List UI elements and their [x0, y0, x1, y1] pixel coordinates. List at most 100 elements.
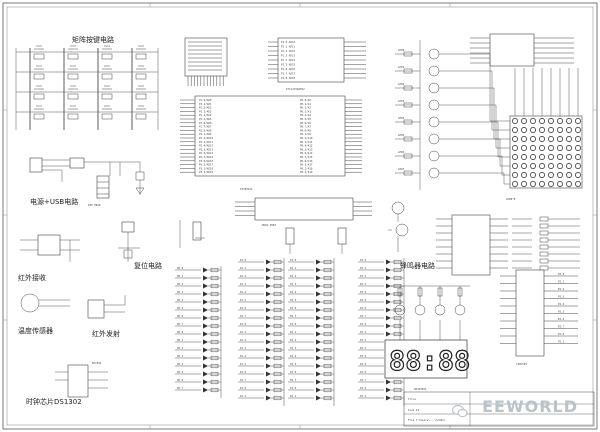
svg-text:P1.0/AD0: P1.0/AD0: [199, 98, 212, 102]
led-row: P1.2: [238, 338, 284, 345]
seg-decoder-chip: [515, 269, 545, 357]
svg-text:P0.1/A17: P0.1/A17: [300, 163, 313, 167]
led-row: P0.0: [175, 330, 221, 337]
svg-text:P1.1: P1.1: [240, 266, 247, 270]
driver-transistor: LED3: [395, 99, 470, 111]
crystal-block: [192, 221, 202, 241]
driver-transistor: LED1: [395, 65, 470, 77]
led-row: P2.5: [288, 362, 334, 369]
matrix-led: [512, 136, 518, 142]
svg-text:P1.3 ADC3: P1.3 ADC3: [281, 54, 295, 58]
key-switch: [33, 65, 45, 80]
matrix-led: [521, 136, 527, 142]
jumper-a: [285, 227, 295, 245]
svg-text:P0.2/A10: P0.2/A10: [300, 136, 313, 140]
svg-text:P1.4/AD4: P1.4/AD4: [199, 113, 212, 117]
power-led: [135, 187, 145, 195]
svg-text:PROG PORT: PROG PORT: [262, 223, 276, 227]
power-header: [96, 175, 110, 199]
svg-text:P3.2/AD18: P3.2/AD18: [199, 166, 213, 170]
rtc-chip: [67, 364, 89, 398]
key-switch: [101, 105, 113, 120]
reset-button: [121, 221, 135, 233]
svg-text:P1.1: P1.1: [240, 394, 247, 398]
svg-text:SM410564: SM410564: [414, 387, 427, 391]
switch: [512, 230, 580, 236]
digit-transistor: [394, 286, 406, 316]
svg-text:P3.4: P3.4: [360, 354, 367, 358]
svg-text:P0.0: P0.0: [177, 330, 184, 334]
svg-text:P0.5/A5: P0.5/A5: [300, 117, 311, 121]
power-usb-title: 电源+USB电路: [30, 197, 78, 206]
svg-text:P1.1 ADC1: P1.1 ADC1: [281, 45, 295, 49]
matrix-led: [539, 118, 545, 124]
svg-text:P2.1/AD9: P2.1/AD9: [199, 132, 212, 136]
svg-text:P1.6 ADC6: P1.6 ADC6: [281, 67, 295, 71]
led-row: P0.5: [175, 306, 221, 313]
rtc-title: 时钟芯片DS1302: [26, 397, 82, 406]
matrix-led: [512, 145, 518, 151]
matrix-led: [539, 136, 545, 142]
svg-text:P2.3/AD11: P2.3/AD11: [199, 140, 213, 144]
svg-text:P2.4: P2.4: [558, 302, 565, 306]
svg-text:P2.0/AD8: P2.0/AD8: [199, 128, 212, 132]
svg-text:P0.6/A14: P0.6/A14: [300, 151, 313, 155]
key-switch: [33, 105, 45, 120]
ir-led: [87, 299, 105, 319]
matrix-led: [512, 172, 518, 178]
svg-text:P0.2/A2: P0.2/A2: [300, 106, 311, 110]
svg-text:P1.0 ADC0: P1.0 ADC0: [281, 40, 295, 44]
led-row: P3.1: [358, 330, 404, 337]
svg-text:LED3: LED3: [398, 99, 405, 103]
led-row: P2.1: [288, 394, 334, 401]
svg-text:P1.4 ADC4: P1.4 ADC4: [281, 58, 295, 62]
led-row: P2.0: [288, 386, 334, 393]
border-ticks: [3, 3, 597, 429]
driver-transistor: LED4: [395, 116, 470, 128]
svg-text:P0.3/A19: P0.3/A19: [300, 170, 313, 174]
svg-text:P1.3/AD3: P1.3/AD3: [199, 109, 212, 113]
matrix-led: [575, 154, 581, 160]
svg-text:P2.2: P2.2: [290, 274, 297, 278]
svg-text:P2.2: P2.2: [558, 287, 565, 291]
svg-text:P1.5: P1.5: [240, 298, 247, 302]
matrix-led: [566, 145, 572, 151]
svg-text:LED1: LED1: [398, 65, 405, 69]
buzzer-body: [391, 201, 405, 215]
svg-text:P0.5: P0.5: [177, 306, 184, 310]
led-row: P2.7: [288, 314, 334, 321]
svg-text:P1.0: P1.0: [240, 258, 247, 262]
svg-text:P1.7: P1.7: [240, 314, 247, 318]
led-row: P3.7: [358, 314, 404, 321]
matrix-led: [530, 118, 536, 124]
matrix-led: [557, 172, 563, 178]
led-row: P1.7: [238, 314, 284, 321]
svg-text:P2.4/AD12: P2.4/AD12: [199, 144, 213, 148]
led-row: P0.3: [175, 354, 221, 361]
svg-text:P2.6: P2.6: [558, 317, 565, 321]
svg-text:P2.7: P2.7: [558, 325, 565, 329]
svg-text:P1.2: P1.2: [240, 274, 247, 278]
buzzer-circuit: 蜂鸣器电路: [388, 201, 435, 270]
led-row: P1.0: [238, 258, 284, 265]
svg-text:P2.7: P2.7: [290, 314, 297, 318]
led-row: P2.0: [288, 322, 334, 329]
svg-text:P2.1: P2.1: [290, 394, 297, 398]
switch: [512, 265, 580, 271]
svg-text:P3.5: P3.5: [360, 298, 367, 302]
led-row: P0.1: [175, 338, 221, 345]
svg-text:P0.1: P0.1: [177, 274, 184, 278]
svg-text:P2.4: P2.4: [290, 354, 297, 358]
svg-text:P2.3: P2.3: [558, 295, 565, 299]
svg-text:P2.5: P2.5: [290, 362, 297, 366]
svg-text:P2.0: P2.0: [290, 258, 297, 262]
matrix-led: [548, 127, 554, 133]
led-row: P0.3: [175, 290, 221, 297]
reset-circuit-title: 复位电路: [134, 261, 162, 270]
key-switch: [135, 85, 147, 100]
reset-resistor: [123, 249, 133, 259]
matrix-led: [566, 118, 572, 124]
svg-text:P0.4: P0.4: [177, 362, 184, 366]
led-row: P3.1: [358, 394, 404, 401]
